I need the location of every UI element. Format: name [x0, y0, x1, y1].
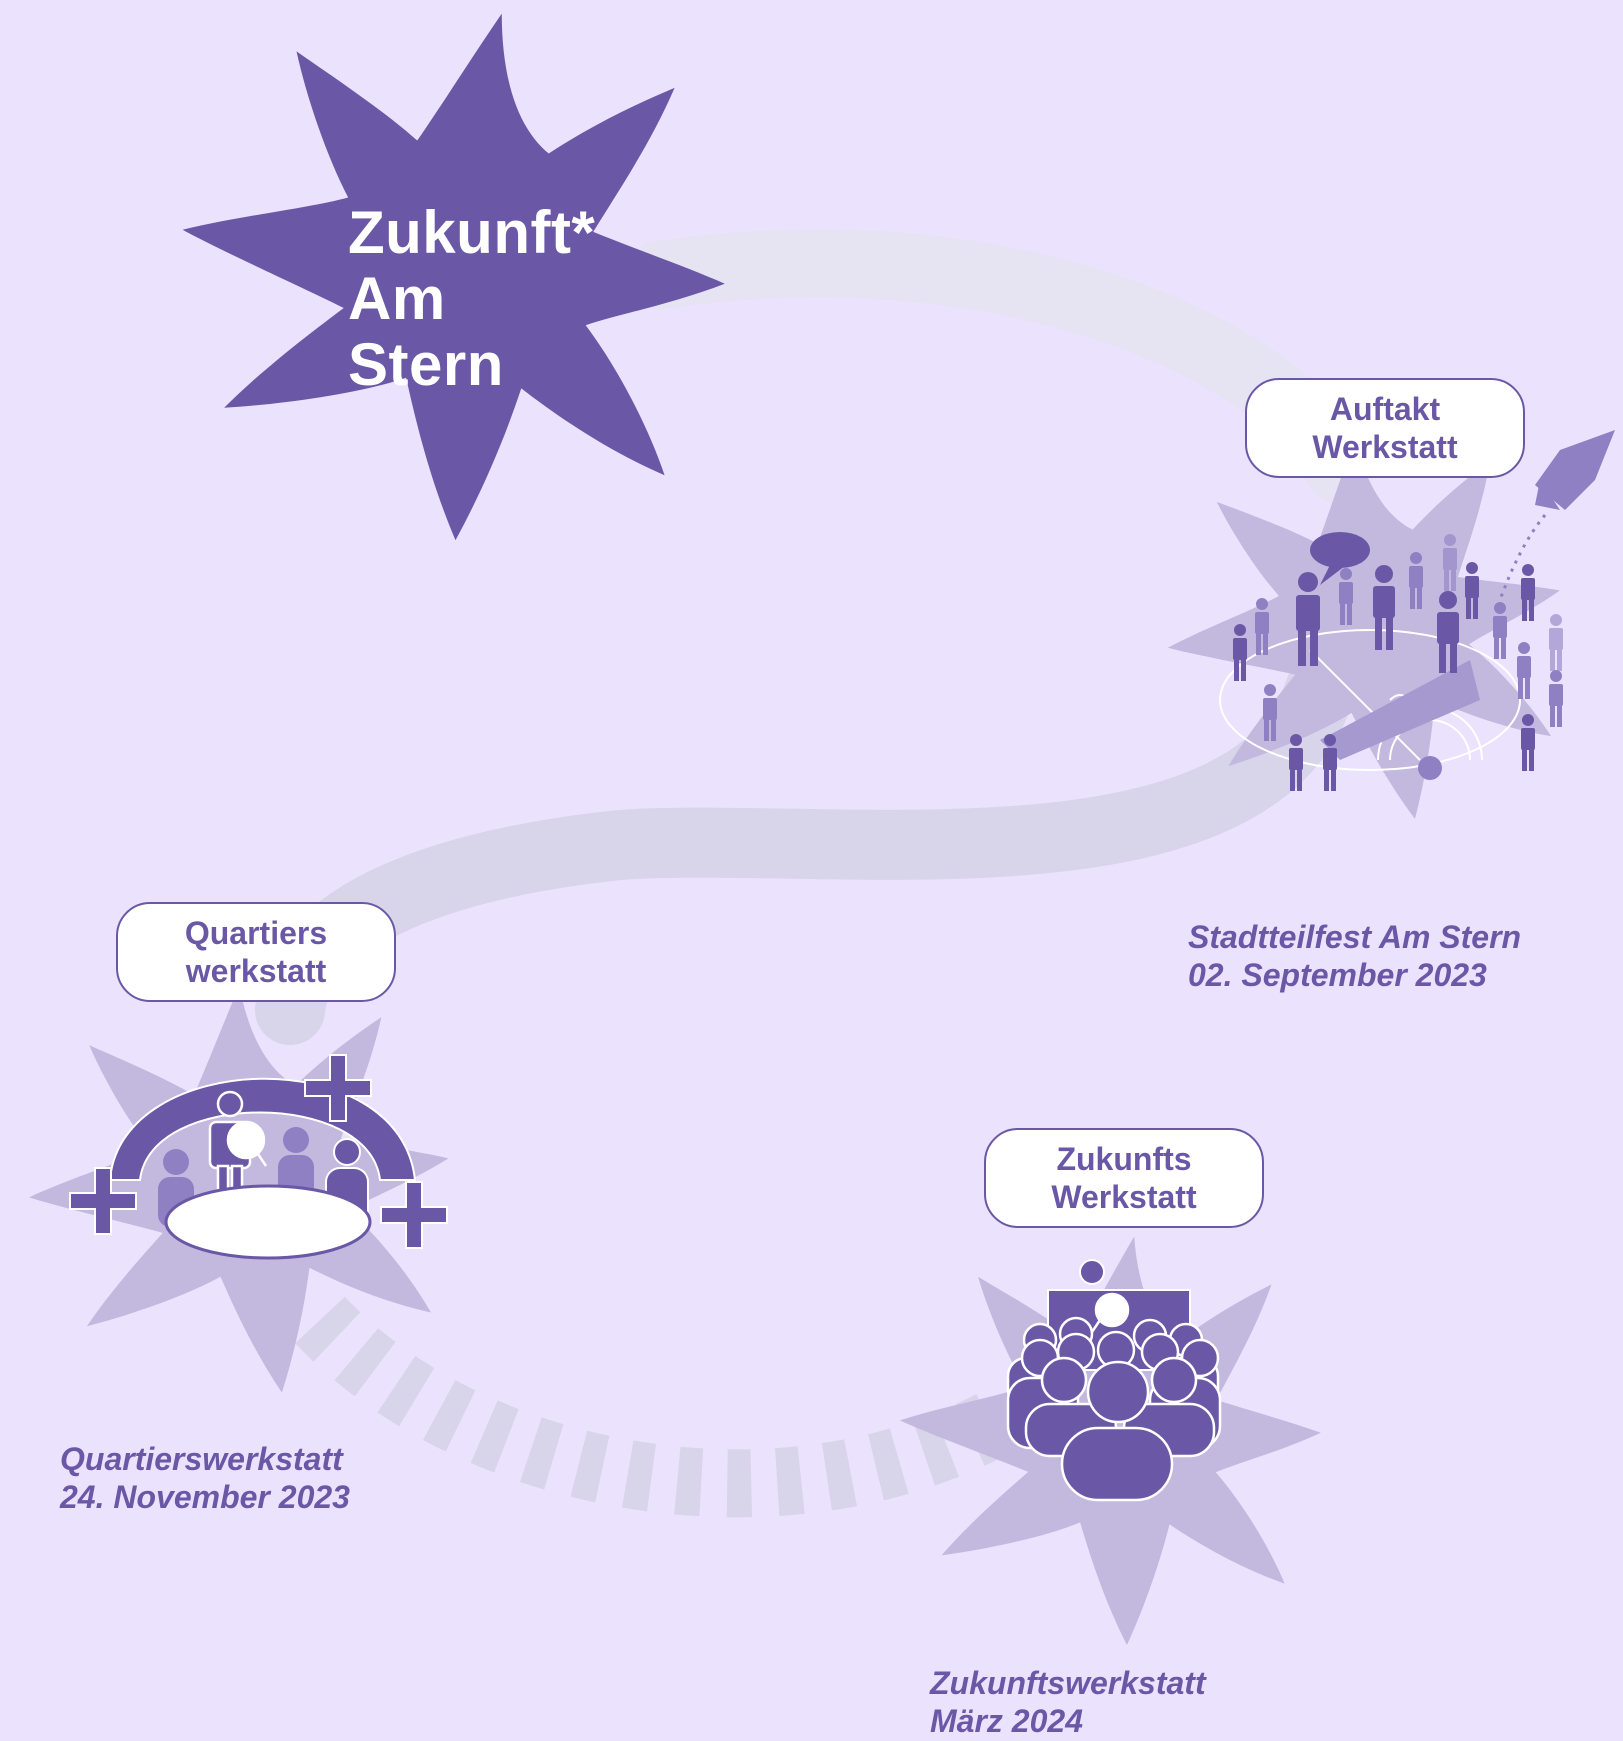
- zukunfts-label: Zukunfts Werkstatt: [984, 1128, 1264, 1228]
- path-title-to-auftakt: [626, 229, 1374, 504]
- presenter-with-magnifier: [208, 1090, 268, 1202]
- title-line-1: Zukunft*: [348, 199, 596, 266]
- title-line-2: Am: [348, 265, 446, 332]
- auftakt-caption-line-1: Stadtteilfest Am Stern: [1188, 919, 1522, 955]
- plus-icons: [69, 1054, 448, 1249]
- title-line-3: Stern: [348, 331, 504, 398]
- quartiers-label-line-1: Quartiers: [184, 915, 328, 951]
- auftakt-label: Auftakt Werkstatt: [1245, 378, 1525, 478]
- quartiers-caption-line-1: Quartierswerkstatt: [60, 1441, 343, 1477]
- path-auftakt-to-quartiers: [255, 655, 1355, 1045]
- quartiers-label-line-2: werkstatt: [185, 953, 327, 989]
- auftakt-caption-line-2: 02. September 2023: [1188, 957, 1487, 993]
- zukunfts-label-line-2: Werkstatt: [1051, 1179, 1197, 1215]
- quartiers-caption-line-2: 24. November 2023: [60, 1479, 350, 1515]
- zukunfts-caption-line-2: März 2024: [930, 1703, 1083, 1739]
- quartiers-label: Quartiers werkstatt: [116, 902, 396, 1002]
- auftakt-label-line-1: Auftakt: [1329, 391, 1441, 427]
- audience-presentation-icon: [1006, 1259, 1222, 1502]
- round-table-workshop-icon: [69, 1054, 448, 1260]
- rocket-and-crowd-icon: [1219, 430, 1615, 791]
- title-star: [182, 13, 725, 541]
- rocket-icon: [1535, 430, 1615, 510]
- path-quartiers-to-zukunfts-dashed: [295, 1296, 1017, 1518]
- zukunfts-caption-line-1: Zukunftswerkstatt: [930, 1665, 1206, 1701]
- zukunfts-label-line-1: Zukunfts: [1056, 1141, 1192, 1177]
- auftakt-label-line-2: Werkstatt: [1312, 429, 1458, 465]
